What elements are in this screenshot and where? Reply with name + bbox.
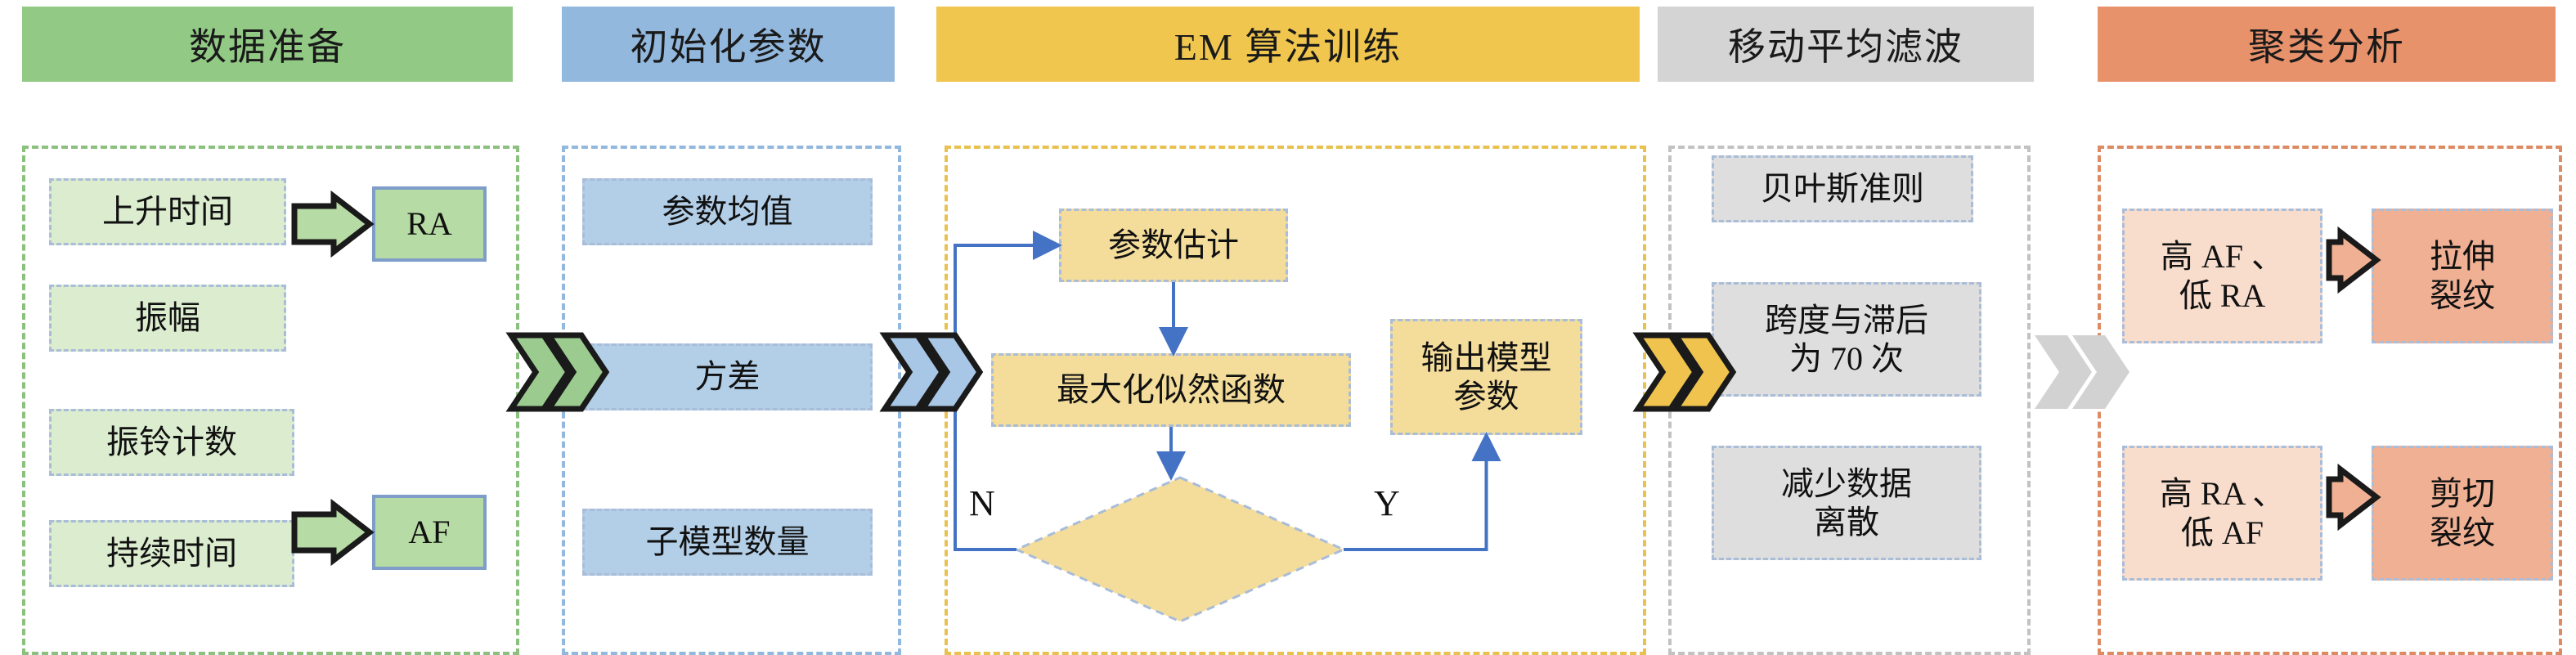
filter-box-span-and-lag[interactable]: 跨度与滞后 为 70 次 [1712, 282, 1981, 397]
header-em-training: EM 算法训练 [936, 7, 1640, 82]
chevron-arrowhead [2035, 335, 2092, 409]
branch-label-yes: Y [1374, 482, 1400, 524]
init-box-variance[interactable]: 方差 [582, 343, 873, 410]
chevron-arrowhead [505, 332, 572, 412]
feature-box-rise-time[interactable]: 上升时间 [49, 178, 286, 245]
condition-box-high-ra-low-af[interactable]: 高 RA 、 低 AF [2122, 446, 2322, 581]
node-parameter-estimation[interactable]: 参数估计 [1059, 209, 1288, 282]
node-label: 最大化似然函数 [1057, 371, 1286, 409]
output-label: RA [406, 205, 452, 243]
filter-box-bayesian-criterion[interactable]: 贝叶斯准则 [1712, 155, 1973, 222]
header-data-preparation: 数据准备 [22, 7, 513, 82]
result-box-shear-crack[interactable]: 剪切 裂纹 [2372, 446, 2553, 581]
decision-label-algorithm-converged: 算法收敛? [1016, 530, 1344, 577]
header-label: 移动平均滤波 [1728, 26, 1963, 68]
decision-text: 算法收敛? [1107, 538, 1253, 575]
output-box-af[interactable]: AF [372, 495, 487, 570]
result-label: 拉伸 裂纹 [2430, 238, 2495, 314]
header-cluster-analysis: 聚类分析 [2098, 7, 2556, 82]
condition-box-high-af-low-ra[interactable]: 高 AF 、 低 RA [2122, 209, 2322, 343]
header-label: 初始化参数 [630, 26, 827, 68]
filter-label: 减少数据 离散 [1781, 464, 1912, 541]
init-box-parameter-mean[interactable]: 参数均值 [582, 178, 873, 245]
header-label: 聚类分析 [2248, 26, 2405, 68]
header-label: 数据准备 [189, 26, 346, 68]
feature-box-ring-count[interactable]: 振铃计数 [49, 409, 294, 476]
init-label: 子模型数量 [645, 523, 810, 561]
node-maximize-likelihood[interactable]: 最大化似然函数 [991, 353, 1351, 427]
header-moving-average: 移动平均滤波 [1658, 7, 2034, 82]
output-label: AF [408, 514, 451, 551]
header-init-parameters: 初始化参数 [562, 7, 895, 82]
branch-label-no: N [969, 482, 995, 524]
output-box-ra[interactable]: RA [372, 186, 487, 262]
feature-box-duration[interactable]: 持续时间 [49, 520, 294, 587]
branch-yes-text: Y [1374, 483, 1400, 523]
branch-no-text: N [969, 483, 995, 523]
init-label: 方差 [694, 358, 761, 396]
feature-label: 振铃计数 [106, 424, 237, 461]
node-label: 输出模型 参数 [1420, 339, 1552, 415]
result-label: 剪切 裂纹 [2430, 475, 2495, 551]
condition-label: 高 AF 、 低 RA [2160, 238, 2285, 314]
filter-box-reduce-dispersion[interactable]: 减少数据 离散 [1712, 446, 1981, 560]
result-box-tensile-crack[interactable]: 拉伸 裂纹 [2372, 209, 2553, 343]
init-box-submodel-count[interactable]: 子模型数量 [582, 509, 873, 576]
header-label: EM 算法训练 [1174, 26, 1402, 68]
node-output-model-parameters[interactable]: 输出模型 参数 [1390, 319, 1582, 435]
filter-label: 贝叶斯准则 [1761, 170, 1924, 208]
init-label: 参数均值 [662, 193, 793, 231]
feature-label: 上升时间 [102, 193, 233, 231]
filter-label: 跨度与滞后 为 70 次 [1765, 301, 1928, 377]
feature-label: 振幅 [135, 299, 200, 337]
feature-label: 持续时间 [106, 535, 237, 572]
feature-box-amplitude[interactable]: 振幅 [49, 285, 286, 352]
node-label: 参数估计 [1108, 227, 1239, 264]
condition-label: 高 RA 、 低 AF [2159, 475, 2286, 551]
